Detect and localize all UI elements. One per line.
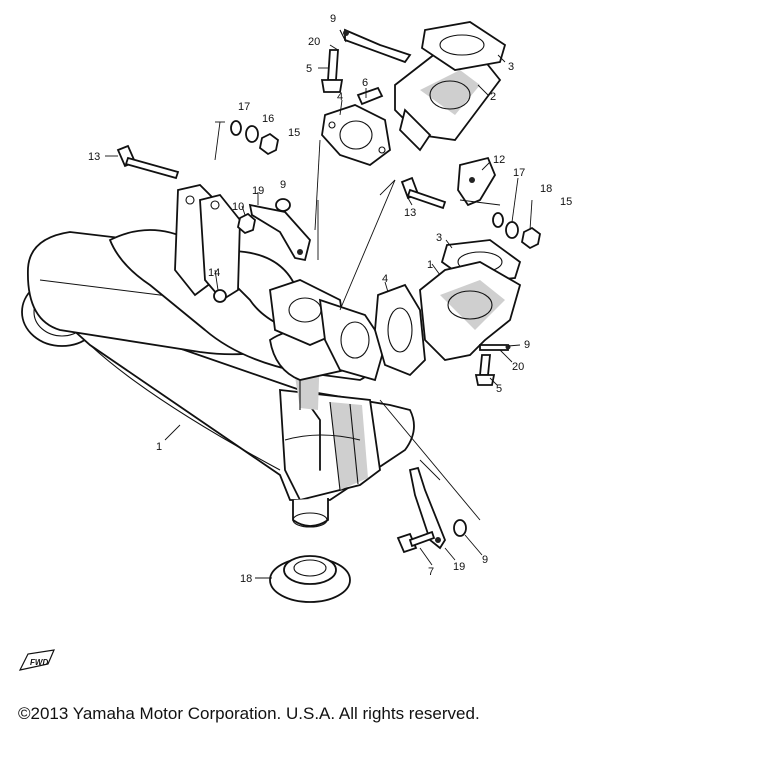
callout-9-mid: 9: [280, 179, 286, 191]
callout-4-right: 4: [382, 273, 388, 285]
callout-14: 14: [208, 267, 220, 279]
bottom-plate-19: [408, 466, 447, 550]
bottom-washer-9: [453, 519, 467, 537]
callout-4: 4: [337, 91, 343, 103]
callout-6: 6: [362, 77, 368, 89]
right-nut-15: [521, 226, 541, 250]
fwd-label: FWD: [30, 658, 48, 667]
callout-20-right: 20: [512, 361, 524, 373]
mid-plate-19: [248, 203, 311, 262]
left-washer-16: [245, 125, 259, 143]
upper-plate-20: [343, 28, 412, 64]
callout-19-bottom: 19: [453, 561, 465, 573]
mid-nut-10: [237, 212, 256, 235]
right-gasket-4: [374, 283, 426, 377]
callout-5-right: 5: [496, 383, 502, 395]
left-bolt-13: [116, 144, 180, 180]
right-manifold-1: [419, 261, 522, 361]
callout-5: 5: [306, 63, 312, 75]
right-plate-20: [479, 344, 511, 351]
callout-9-right: 9: [524, 339, 530, 351]
upper-bolt-5: [320, 49, 344, 93]
copyright-notice: ©2013 Yamaha Motor Corporation. U.S.A. A…: [18, 704, 480, 723]
leader-lines: [105, 29, 533, 579]
callout-9-bottom: 9: [482, 554, 488, 566]
callout-13: 13: [88, 151, 100, 163]
upper-gasket-4: [321, 104, 391, 167]
upper-gasket-3: [421, 21, 507, 71]
callout-18-grommet: 18: [240, 573, 252, 585]
muffler-bracket: [174, 184, 241, 303]
right-bolt-5: [474, 354, 496, 386]
callout-13-right: 13: [404, 207, 416, 219]
bottom-bolt-7: [396, 530, 436, 554]
callout-15-right: 15: [560, 196, 572, 208]
left-nut-15: [259, 132, 279, 156]
callout-18-right: 18: [540, 183, 552, 195]
left-washer-17: [230, 120, 242, 136]
forward-arrow-icon: FWD: [18, 649, 55, 671]
callout-1-right: 1: [427, 259, 433, 271]
callout-2: 2: [490, 91, 496, 103]
callout-12: 12: [493, 154, 505, 166]
callout-17-right: 17: [513, 167, 525, 179]
callout-17: 17: [238, 101, 250, 113]
upper-stud-6: [356, 86, 384, 106]
mid-washer-9: [275, 198, 291, 212]
right-washer-17: [492, 212, 504, 228]
right-bolt-13: [400, 176, 447, 210]
callout-15: 15: [288, 127, 300, 139]
callout-1-muffler: 1: [156, 441, 162, 453]
callout-10: 10: [232, 201, 244, 213]
callout-9: 9: [330, 13, 336, 25]
callout-3: 3: [508, 61, 514, 73]
muffler-inlet-flange: [269, 279, 386, 382]
right-washer-18: [505, 221, 519, 239]
callout-20: 20: [308, 36, 320, 48]
callout-3-right: 3: [436, 232, 442, 244]
grommet-18: [269, 555, 351, 603]
callout-labels: 9 20 3 2 5 6 4 17 16 15 13 19 9 10 14 12…: [88, 13, 572, 585]
callout-7: 7: [428, 566, 434, 578]
right-bracket-12: [457, 156, 497, 207]
callout-19: 19: [252, 185, 264, 197]
callout-16: 16: [262, 113, 274, 125]
